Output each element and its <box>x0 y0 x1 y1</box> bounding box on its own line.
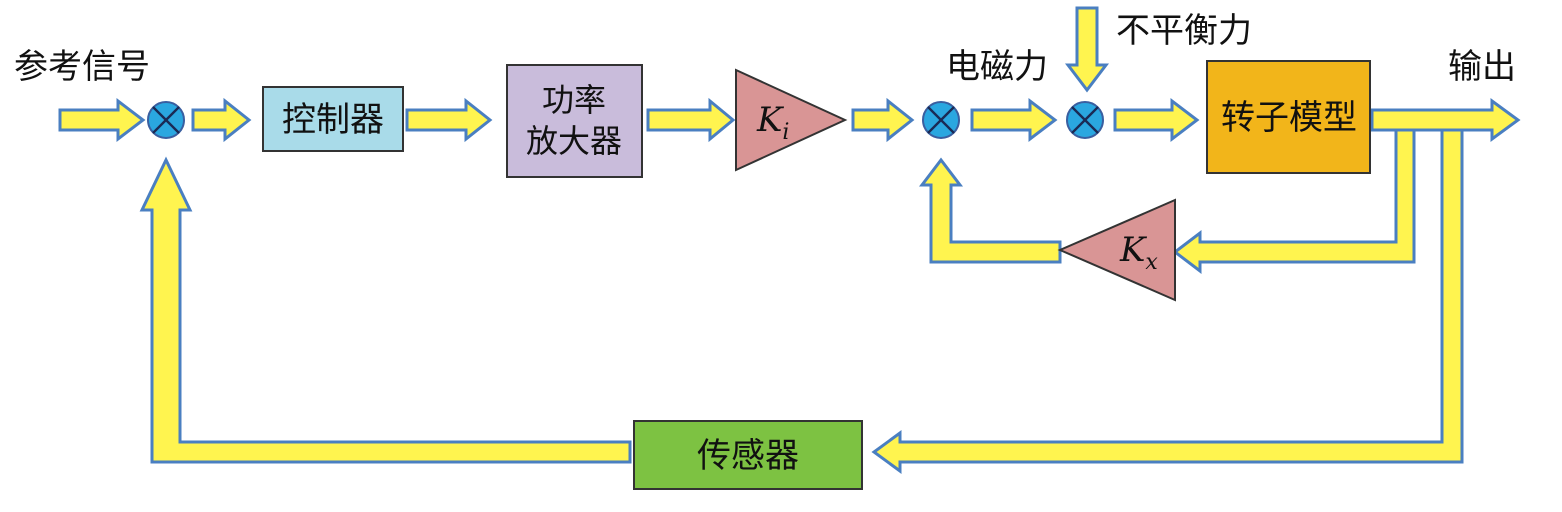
summing-junction-3 <box>1066 101 1104 139</box>
arrow-amplifier-to-ki <box>646 97 736 143</box>
power-amplifier-label-line2: 放大器 <box>526 122 622 160</box>
arrow-ki-to-sum2 <box>851 97 915 143</box>
reference-signal-label: 参考信号 <box>14 47 150 87</box>
ki-gain-label: Ki <box>756 100 789 145</box>
unbalanced-force-label: 不平衡力 <box>1116 11 1252 51</box>
arrow-sum3-to-rotor <box>1113 97 1200 143</box>
kx-gain-triangle <box>1057 198 1176 302</box>
power-amplifier-block <box>506 64 643 178</box>
summing-junction-2 <box>922 101 960 139</box>
output-label: 输出 <box>1448 47 1516 87</box>
arrow-sensor-to-sum1 <box>139 156 632 464</box>
controller-label: 控制器 <box>282 100 384 140</box>
arrow-sum1-to-controller <box>191 97 252 143</box>
arrow-output-to-sensor <box>871 128 1464 474</box>
arrow-kx-to-sum2 <box>918 157 1062 264</box>
rotor-model-block <box>1206 60 1371 174</box>
ki-gain-triangle <box>735 68 848 172</box>
controller-block <box>262 86 404 152</box>
arrow-unbalanced-force <box>1064 6 1110 93</box>
arrow-controller-to-amplifier <box>405 97 493 143</box>
electromagnetic-force-label: 电磁力 <box>946 47 1048 87</box>
power-amplifier-label-line1: 功率 <box>542 81 606 119</box>
kx-gain-label: Kx <box>1119 230 1158 275</box>
rotor-model-label: 转子模型 <box>1221 98 1357 138</box>
summing-junction-1 <box>147 101 185 139</box>
arrow-sum2-to-sum3 <box>970 97 1058 143</box>
sensor-label: 传感器 <box>697 436 799 476</box>
arrow-reference-to-sum1 <box>58 97 146 143</box>
arrow-inner-feedback-to-kx <box>1172 128 1416 275</box>
sensor-block <box>633 420 863 490</box>
